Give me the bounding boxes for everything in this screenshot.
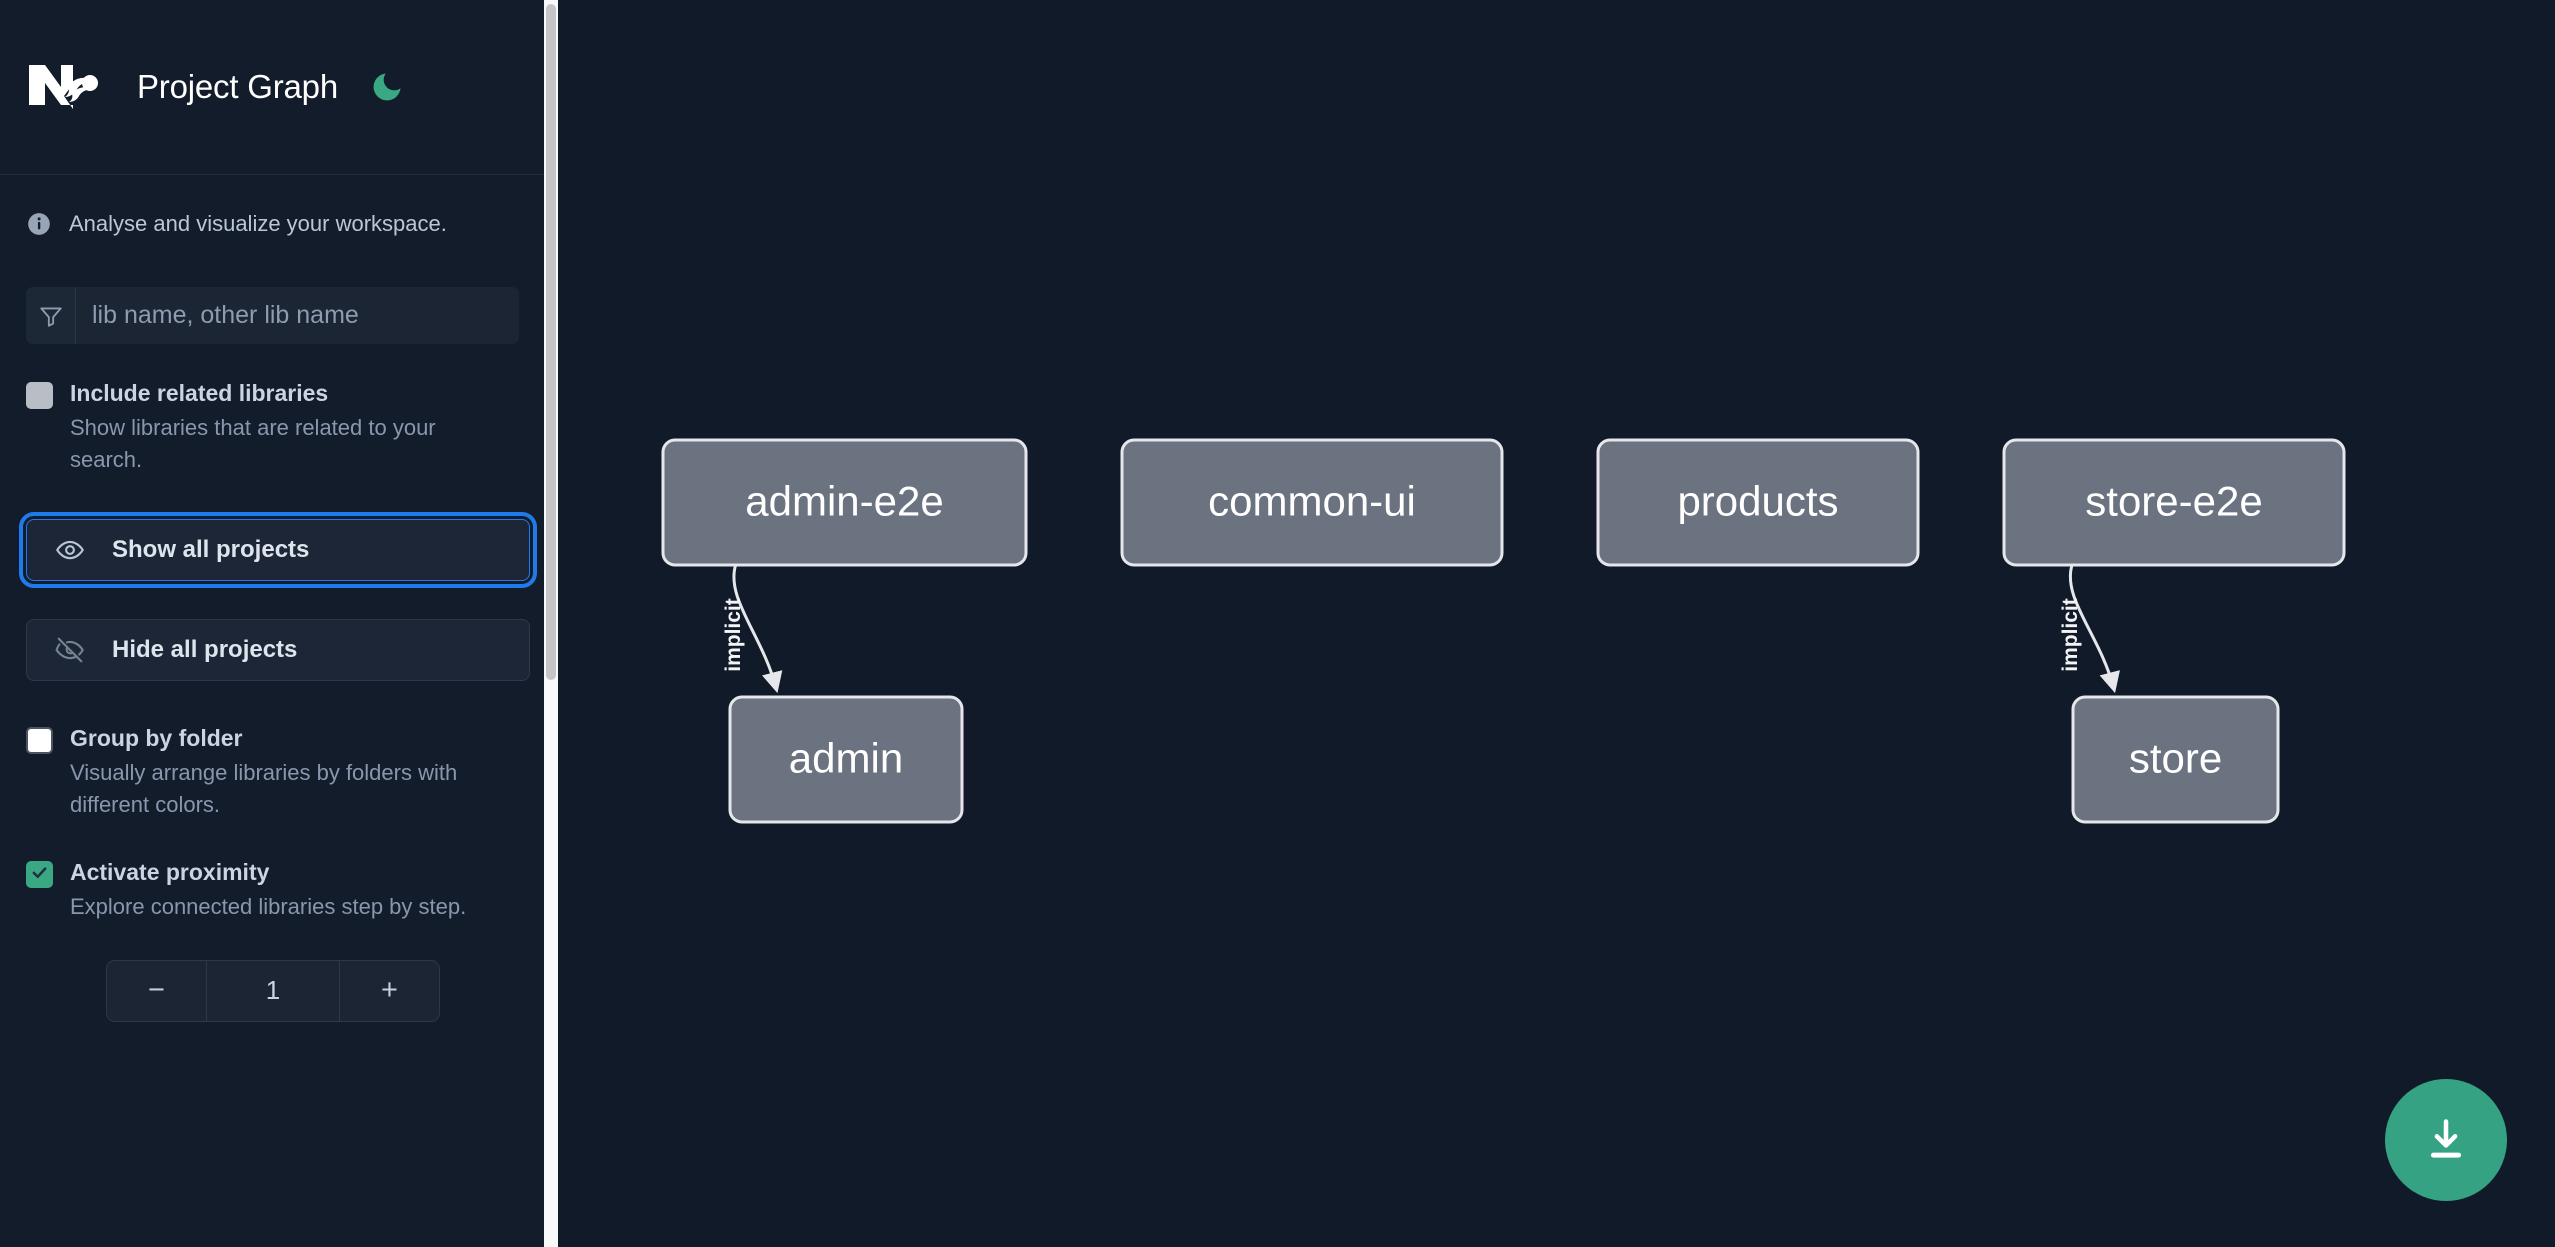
filter-input-group: [26, 287, 519, 344]
graph-edges: implicit implicit: [722, 564, 2120, 694]
graph-node[interactable]: admin-e2e: [661, 438, 1028, 567]
graph-edge[interactable]: implicit: [2059, 564, 2120, 694]
hide-all-projects-label: Hide all projects: [112, 635, 298, 663]
hide-all-projects-button[interactable]: Hide all projects: [26, 618, 530, 681]
include-related-libraries-checkbox[interactable]: [26, 382, 53, 409]
activate-proximity-description: Explore connected libraries step by step…: [70, 894, 467, 920]
activate-proximity-label: Activate proximity: [70, 859, 270, 886]
checkbox-row-group-by-folder[interactable]: Group by folder Visually arrange librari…: [0, 723, 545, 822]
search-input[interactable]: [76, 287, 519, 344]
include-related-libraries-label: Include related libraries: [70, 380, 329, 406]
moon-icon[interactable]: [369, 69, 405, 105]
include-related-libraries-description: Show libraries that are related to your …: [70, 415, 436, 473]
checkbox-row-activate-proximity[interactable]: Activate proximity Explore connected lib…: [0, 857, 545, 923]
activate-proximity-checkbox[interactable]: [26, 861, 53, 889]
show-all-projects-button[interactable]: Show all projects: [19, 511, 537, 588]
graph-node[interactable]: admin: [728, 695, 964, 824]
checkbox-row-include-related-libraries[interactable]: Include related libraries Show libraries…: [0, 378, 545, 477]
graph-node-label: admin: [789, 735, 903, 782]
eye-icon: [53, 533, 87, 567]
group-by-folder-checkbox[interactable]: [26, 726, 53, 754]
sidebar-scrollbar-track[interactable]: [544, 0, 558, 1247]
graph-node[interactable]: products: [1596, 438, 1920, 567]
graph-node-label: store: [2129, 735, 2222, 782]
project-visibility-buttons: Show all projects Hide all projects: [0, 511, 545, 681]
sidebar-header: Project Graph: [0, 0, 545, 175]
show-all-projects-label: Show all projects: [112, 535, 310, 563]
proximity-stepper: − 1 +: [106, 959, 440, 1022]
check-icon: [32, 867, 47, 879]
workspace-info: Analyse and visualize your workspace.: [0, 175, 545, 237]
nx-logo-icon: [26, 61, 100, 113]
project-graph-svg: implicit implicit admin-e2e common-ui produ…: [661, 438, 2346, 824]
eye-off-icon: [53, 633, 87, 667]
graph-node-label: common-ui: [1208, 478, 1416, 525]
download-icon: [2430, 1119, 2462, 1158]
funnel-icon: [26, 287, 76, 344]
proximity-stepper-wrap: − 1 +: [0, 959, 545, 1022]
graph-nodes: admin-e2e common-ui products store-e2e admin…: [661, 438, 2346, 824]
graph-node[interactable]: store-e2e: [2002, 438, 2346, 567]
info-circle-icon: [26, 211, 52, 237]
proximity-decrement-button[interactable]: −: [107, 960, 207, 1021]
proximity-increment-button[interactable]: +: [339, 960, 439, 1021]
group-by-folder-description: Visually arrange libraries by folders wi…: [70, 759, 458, 818]
graph-edge[interactable]: implicit: [722, 564, 783, 694]
graph-canvas[interactable]: implicit implicit admin-e2e common-ui produ…: [558, 0, 2555, 1247]
group-by-folder-label: Group by folder: [70, 724, 243, 751]
proximity-value: 1: [265, 975, 281, 1006]
graph-node[interactable]: common-ui: [1120, 438, 1504, 567]
graph-node[interactable]: store: [2071, 695, 2280, 824]
graph-node-label: store-e2e: [2085, 478, 2262, 525]
graph-edge-label: implicit: [722, 598, 745, 672]
sidebar: Project Graph Analyse and visualize yo: [0, 0, 558, 1247]
page-title: Project Graph: [137, 68, 338, 105]
graph-edge-label: implicit: [2059, 598, 2082, 672]
graph-node-label: admin-e2e: [745, 478, 943, 525]
graph-node-label: products: [1677, 478, 1838, 525]
download-graph-button[interactable]: [2385, 1079, 2507, 1201]
sidebar-scrollbar-thumb[interactable]: [546, 4, 556, 680]
workspace-info-text: Analyse and visualize your workspace.: [69, 211, 447, 236]
